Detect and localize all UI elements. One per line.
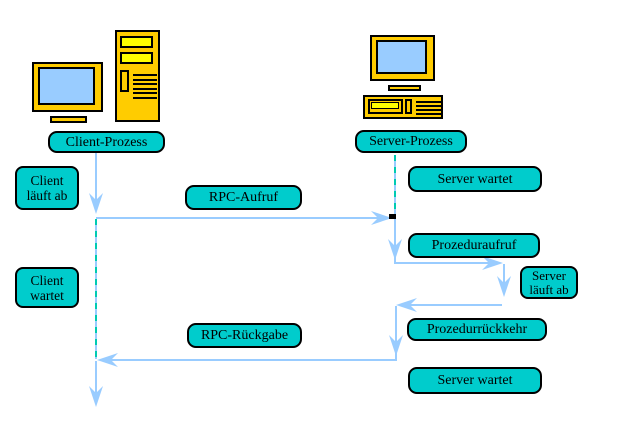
client-running-line2: läuft ab [26, 188, 68, 203]
procedure-call-line [394, 218, 500, 264]
junction-tick [389, 214, 396, 219]
tower-vent-line [133, 83, 157, 85]
arrowhead-down-icon [89, 386, 103, 407]
server-process-text: Server-Prozess [369, 134, 453, 149]
client-running-line1: Client [30, 173, 64, 188]
case-vent-line [416, 105, 443, 107]
arrowhead-right-icon [482, 256, 503, 270]
client-monitor-screen [38, 67, 95, 105]
client-running-label: Client läuft ab [15, 166, 79, 210]
tower-drive-bay [120, 52, 153, 64]
server-waiting-bottom-text: Server wartet [437, 373, 513, 388]
client-monitor-base [50, 116, 87, 123]
rpc-call-label: RPC-Aufruf [185, 185, 302, 210]
tower-vent-line [133, 79, 157, 81]
arrowhead-down-icon [388, 239, 402, 260]
server-case [363, 95, 443, 119]
rpc-return-label: RPC-Rückgabe [187, 323, 302, 348]
case-vent-line [416, 113, 443, 115]
server-process-label: Server-Prozess [355, 130, 467, 153]
server-monitor [370, 35, 435, 81]
procedure-return-label: Prozedurrückkehr [407, 318, 547, 341]
client-process-label: Client-Prozess [48, 131, 165, 153]
case-vent-line [416, 101, 443, 103]
case-button [405, 99, 412, 114]
procedure-return-text: Prozedurrückkehr [426, 322, 528, 337]
server-monitor-stand [388, 85, 421, 91]
rpc-return-text: RPC-Rückgabe [200, 328, 289, 343]
case-drive-frame [368, 99, 403, 114]
procedure-call-label: Prozeduraufruf [408, 233, 540, 258]
client-waiting-line1: Client [30, 272, 64, 288]
tower-drive-bay [120, 36, 153, 48]
tower-vent-line [133, 74, 157, 76]
tower-vent-line [133, 88, 157, 90]
arrowhead-down-icon [89, 193, 103, 214]
rpc-call-text: RPC-Aufruf [208, 190, 279, 205]
server-running-line1: Server [532, 267, 566, 283]
client-waiting-line2: wartet [30, 287, 64, 303]
tower-slot [120, 70, 129, 92]
server-waiting-bottom-label: Server wartet [408, 367, 542, 394]
client-tower [115, 30, 160, 122]
arrowhead-left-icon [97, 353, 118, 367]
server-waiting-top-label: Server wartet [408, 166, 542, 192]
arrowhead-right-icon [371, 211, 392, 225]
server-running-line2: läuft ab [529, 281, 569, 297]
case-drive-slot [371, 102, 399, 109]
rpc-return-line [100, 306, 397, 361]
arrowhead-left-icon [396, 298, 417, 312]
arrowhead-down-icon [497, 276, 511, 297]
case-vent-line [416, 109, 443, 111]
tower-vent-line [133, 92, 157, 94]
tower-vent-line [133, 97, 157, 99]
server-waiting-top-text: Server wartet [437, 171, 513, 187]
client-process-text: Client-Prozess [65, 134, 148, 150]
procedure-call-text: Prozeduraufruf [431, 238, 517, 253]
server-running-label: Server läuft ab [520, 266, 578, 299]
server-monitor-screen [376, 40, 427, 74]
client-waiting-label: Client wartet [15, 267, 79, 308]
arrowhead-down-icon [389, 335, 403, 356]
client-monitor [32, 62, 103, 112]
